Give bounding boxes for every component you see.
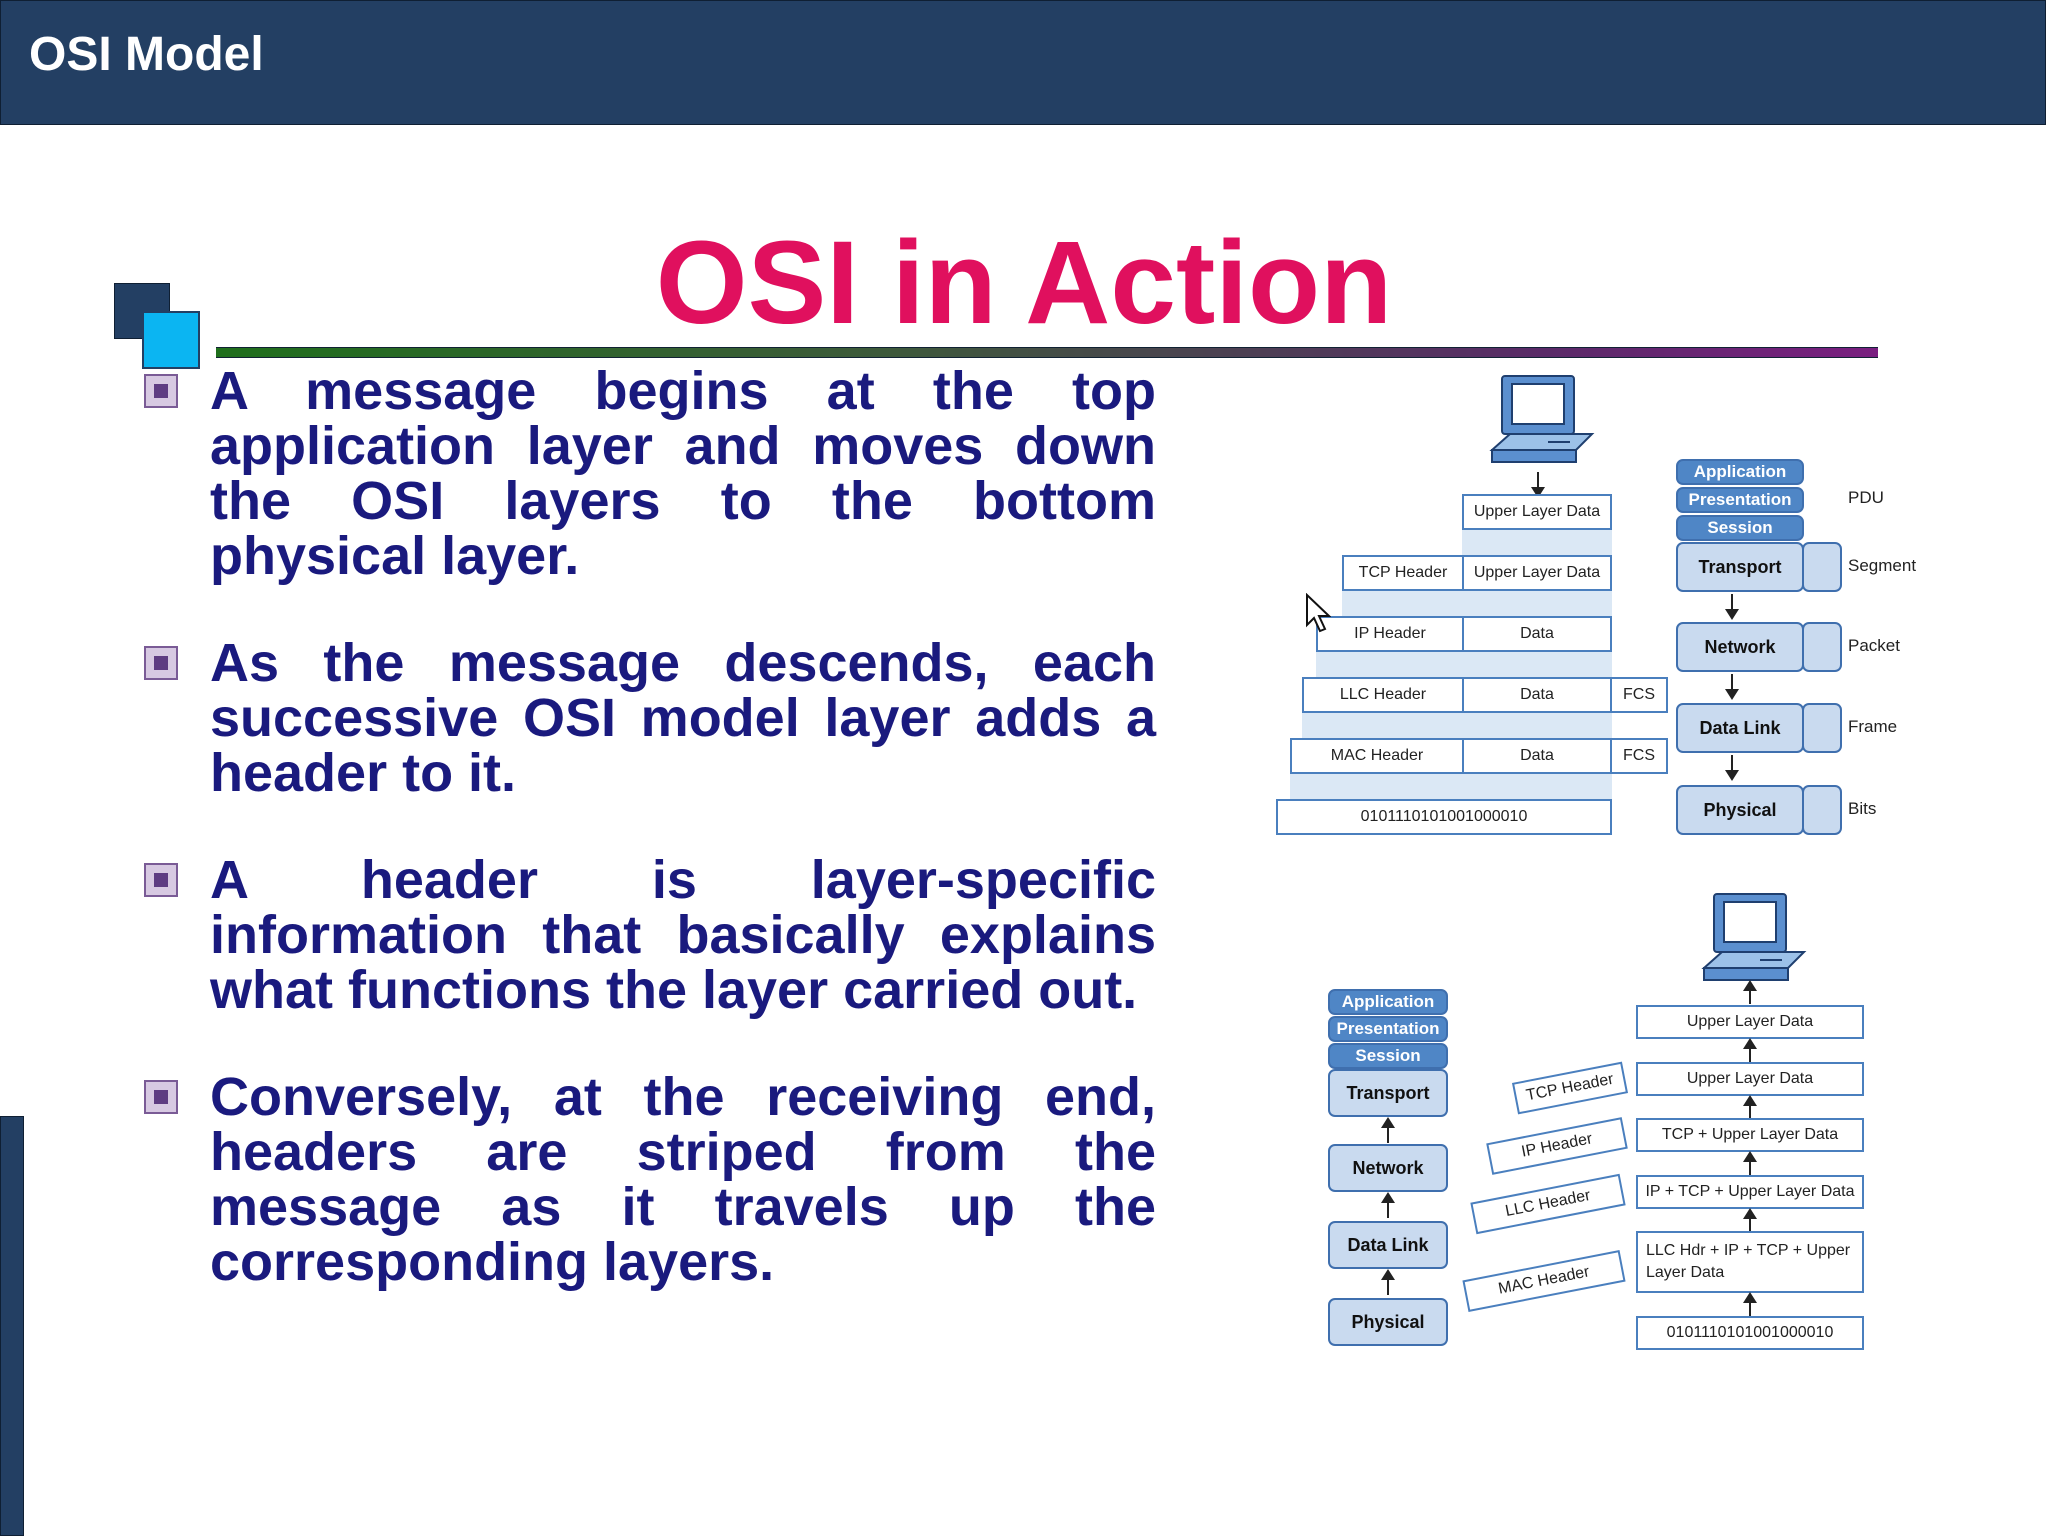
data-box: Data xyxy=(1462,677,1612,713)
stripped-llc-header: LLC Header xyxy=(1470,1173,1626,1235)
header-title: OSI Model xyxy=(29,28,264,81)
layer-tab xyxy=(1802,703,1842,753)
arrow-up xyxy=(1743,1151,1757,1175)
ip-header-box: IP Header xyxy=(1316,616,1464,652)
layer-session: Session xyxy=(1676,515,1804,541)
layer-application: Application xyxy=(1328,989,1448,1015)
stack-box: LLC Hdr + IP + TCP + Upper Layer Data xyxy=(1636,1231,1864,1293)
bullet-text: Conversely, at the receiving end, header… xyxy=(210,1067,1156,1292)
title-rule xyxy=(216,347,1878,358)
layer-application: Application xyxy=(1676,459,1804,485)
stack-box: Upper Layer Data xyxy=(1636,1062,1864,1096)
stripped-mac-header: MAC Header xyxy=(1462,1250,1626,1312)
left-edge-strip xyxy=(0,1116,24,1536)
layer-presentation: Presentation xyxy=(1676,487,1804,513)
arrow-up xyxy=(1381,1269,1395,1295)
layer-tab xyxy=(1802,622,1842,672)
stripped-tcp-header: TCP Header xyxy=(1511,1061,1629,1115)
pdu-label: PDU xyxy=(1848,488,1884,507)
arrow-up xyxy=(1743,1292,1757,1316)
upper-layer-data-box: Upper Layer Data xyxy=(1462,494,1612,530)
layer-datalink: Data Link xyxy=(1328,1221,1448,1269)
tcp-header-box: TCP Header xyxy=(1342,555,1464,591)
bullet-square-icon xyxy=(144,1080,178,1114)
arrow-down xyxy=(1725,755,1739,781)
layer-tab xyxy=(1802,542,1842,592)
bullet-item: A header is layer-specific information t… xyxy=(138,853,1156,1018)
bullet-square-icon xyxy=(144,646,178,680)
layer-session: Session xyxy=(1328,1043,1448,1069)
computer-icon xyxy=(1489,375,1595,463)
fcs-box: FCS xyxy=(1610,677,1668,713)
bullet-square-icon xyxy=(144,374,178,408)
bullet-item: A message begins at the top application … xyxy=(138,364,1156,584)
arrow-down xyxy=(1531,472,1545,498)
decorative-square-light xyxy=(142,311,200,369)
computer-icon xyxy=(1701,893,1807,981)
bullet-text: A message begins at the top application … xyxy=(210,361,1156,586)
layer-physical: Physical xyxy=(1676,785,1804,835)
layer-tab xyxy=(1802,785,1842,835)
stripped-ip-header: IP Header xyxy=(1486,1117,1628,1175)
bullet-text: A header is layer-specific information t… xyxy=(210,850,1156,1020)
stack-box: IP + TCP + Upper Layer Data xyxy=(1636,1175,1864,1209)
arrow-up xyxy=(1743,1038,1757,1062)
layer-physical: Physical xyxy=(1328,1298,1448,1346)
arrow-up xyxy=(1743,1208,1757,1232)
fcs-box: FCS xyxy=(1610,738,1668,774)
data-box: Data xyxy=(1462,616,1612,652)
mouse-cursor-icon xyxy=(1306,593,1331,633)
upper-layer-data-box: Upper Layer Data xyxy=(1462,555,1612,591)
bullet-square-icon xyxy=(144,863,178,897)
arrow-down xyxy=(1725,674,1739,700)
arrow-up xyxy=(1381,1192,1395,1218)
llc-header-box: LLC Header xyxy=(1302,677,1464,713)
pdu-frame: Frame xyxy=(1848,717,1898,736)
arrow-down xyxy=(1725,594,1739,620)
header-bar: OSI Model xyxy=(0,0,2046,125)
layer-network: Network xyxy=(1676,622,1804,672)
stack-box: TCP + Upper Layer Data xyxy=(1636,1118,1864,1152)
layer-presentation: Presentation xyxy=(1328,1016,1448,1042)
bits-box: 0101110101001000010 xyxy=(1276,799,1612,835)
bullet-text: As the message descends, each successive… xyxy=(210,633,1156,803)
layer-transport: Transport xyxy=(1676,542,1804,592)
arrow-up xyxy=(1743,980,1757,1004)
mac-header-box: MAC Header xyxy=(1290,738,1464,774)
slide-title: OSI in Action xyxy=(655,217,1393,349)
bullet-item: As the message descends, each successive… xyxy=(138,636,1156,801)
pdu-segment: Segment xyxy=(1848,556,1917,575)
layer-network: Network xyxy=(1328,1144,1448,1192)
bullet-item: Conversely, at the receiving end, header… xyxy=(138,1070,1156,1290)
arrow-up xyxy=(1743,1095,1757,1119)
arrow-up xyxy=(1381,1117,1395,1143)
stack-box: 0101110101001000010 xyxy=(1636,1316,1864,1350)
layer-transport: Transport xyxy=(1328,1069,1448,1117)
data-box: Data xyxy=(1462,738,1612,774)
pdu-packet: Packet xyxy=(1848,636,1900,655)
pdu-bits: Bits xyxy=(1848,799,1877,818)
layer-datalink: Data Link xyxy=(1676,703,1804,753)
bullet-list: A message begins at the top application … xyxy=(138,364,1156,1342)
stack-box: Upper Layer Data xyxy=(1636,1005,1864,1039)
